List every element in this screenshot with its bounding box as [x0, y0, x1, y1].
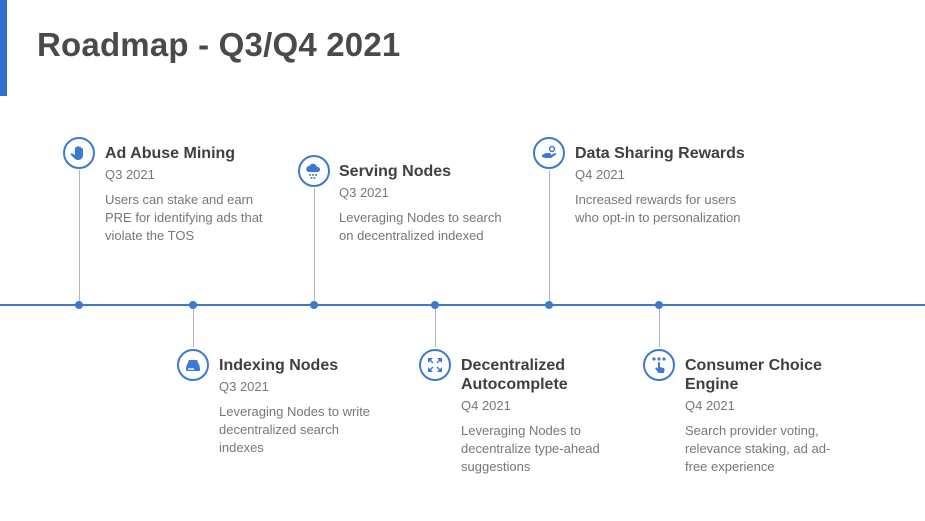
roadmap-item-ad-abuse-mining: Ad Abuse Mining Q3 2021 Users can stake …: [105, 144, 305, 245]
item-date: Q4 2021: [685, 398, 735, 413]
roadmap-item-consumer-choice-engine: Consumer Choice Engine Q4 2021 Search pr…: [685, 356, 885, 476]
timeline-connector: [435, 309, 436, 347]
item-date: Q3 2021: [219, 379, 269, 394]
item-title: Ad Abuse Mining: [105, 145, 236, 162]
item-description: Leveraging Nodes to search on decentrali…: [339, 210, 502, 243]
timeline-dot: [310, 301, 318, 309]
timeline-dot: [431, 301, 439, 309]
timeline-dot: [655, 301, 663, 309]
timeline-connector: [193, 309, 194, 347]
item-description: Search provider voting, relevance stakin…: [685, 423, 831, 474]
roadmap-item-indexing-nodes: Indexing Nodes Q3 2021 Leveraging Nodes …: [219, 356, 419, 457]
item-description: Leveraging Nodes to write decentralized …: [219, 404, 371, 455]
item-title: Consumer Choice Engine: [685, 357, 822, 393]
hand-coin-icon: [533, 137, 565, 169]
title-accent-bar: [0, 0, 7, 96]
roadmap-item-serving-nodes: Serving Nodes Q3 2021 Leveraging Nodes t…: [339, 162, 539, 245]
item-date: Q3 2021: [105, 167, 155, 182]
timeline-connector: [314, 188, 315, 301]
cloud-icon: [298, 155, 330, 187]
item-title: Serving Nodes: [339, 163, 452, 180]
item-description: Leveraging Nodes to decentralize type-ah…: [461, 423, 600, 474]
item-title: Decentralized Autocomplete: [461, 357, 568, 393]
hand-stop-icon: [63, 137, 95, 169]
item-description: Increased rewards for users who opt-in t…: [575, 192, 741, 225]
timeline-dot: [75, 301, 83, 309]
item-date: Q4 2021: [461, 398, 511, 413]
item-date: Q3 2021: [339, 185, 389, 200]
item-date: Q4 2021: [575, 167, 625, 182]
timeline-connector: [549, 170, 550, 301]
timeline-dot: [545, 301, 553, 309]
storage-icon: [177, 349, 209, 381]
item-description: Users can stake and earn PRE for identif…: [105, 192, 263, 243]
timeline-dot: [189, 301, 197, 309]
roadmap-item-data-sharing-rewards: Data Sharing Rewards Q4 2021 Increased r…: [575, 144, 775, 227]
page-title: Roadmap - Q3/Q4 2021: [37, 26, 401, 63]
touch-icon: [643, 349, 675, 381]
timeline-connector: [659, 309, 660, 347]
timeline-line: [0, 304, 925, 306]
item-title: Indexing Nodes: [219, 357, 339, 374]
timeline-connector: [79, 170, 80, 301]
item-title: Data Sharing Rewards: [575, 145, 745, 162]
roadmap-item-decentralized-autocomplete: Decentralized Autocomplete Q4 2021 Lever…: [461, 356, 661, 476]
expand-arrows-icon: [419, 349, 451, 381]
